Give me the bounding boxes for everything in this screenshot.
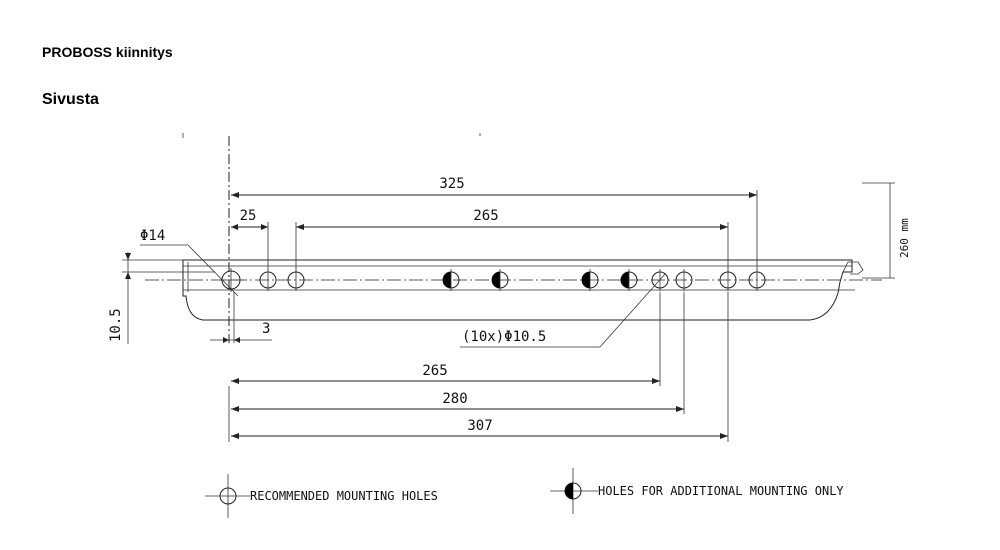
dimension-260mm: 260 mm: [862, 182, 911, 279]
page-title: PROBOSS kiinnitys: [42, 44, 173, 60]
page-subtitle: Sivusta: [42, 91, 99, 108]
dimension-label: 25: [240, 208, 257, 224]
legend-label: HOLES FOR ADDITIONAL MOUNTING ONLY: [598, 484, 844, 498]
hole-recommended: [719, 269, 737, 291]
hole-additional: [620, 269, 638, 291]
dimension-label: 280: [442, 391, 467, 407]
dimension-307: 307: [228, 292, 729, 442]
dimension-label: Φ14: [140, 228, 165, 244]
dimension-label: 265: [473, 208, 498, 224]
dimension-3: 3: [210, 292, 272, 343]
dimension-10-5: 10.5: [108, 252, 215, 344]
dimension-label: (10x)Φ10.5: [462, 329, 546, 345]
dimension-265-bottom: 265: [231, 292, 661, 386]
legend-recommended: RECOMMENDED MOUNTING HOLES: [205, 474, 438, 518]
dimension-label: 3: [262, 321, 270, 337]
dimension-280: 280: [231, 292, 685, 414]
legend-label: RECOMMENDED MOUNTING HOLES: [250, 489, 438, 503]
dimension-325: 325: [231, 176, 758, 270]
hole-recommended: [287, 269, 305, 291]
hole-additional: [442, 269, 460, 291]
dimension-label: 265: [422, 363, 447, 379]
hole-recommended: [748, 269, 766, 291]
dimension-label: 325: [439, 176, 464, 192]
dimension-holes: (10x)Φ10.5: [460, 273, 666, 348]
hole-additional: [491, 269, 509, 291]
half-filled-hole-fill: [565, 483, 573, 499]
legend-additional: HOLES FOR ADDITIONAL MOUNTING ONLY: [550, 468, 844, 514]
hole-recommended: [259, 269, 277, 291]
dimension-label: 307: [467, 418, 492, 434]
dimension-label: 260 mm: [898, 218, 911, 258]
dimension-265-top: 265: [295, 208, 729, 270]
dimension-25: 25: [231, 208, 269, 270]
dimension-d14: Φ14: [140, 228, 239, 297]
rail-body: [145, 259, 882, 321]
open-hole-icon: [219, 487, 237, 505]
hole-recommended: [675, 269, 693, 291]
hole-additional: [581, 269, 599, 291]
dimension-label: 10.5: [108, 308, 124, 342]
